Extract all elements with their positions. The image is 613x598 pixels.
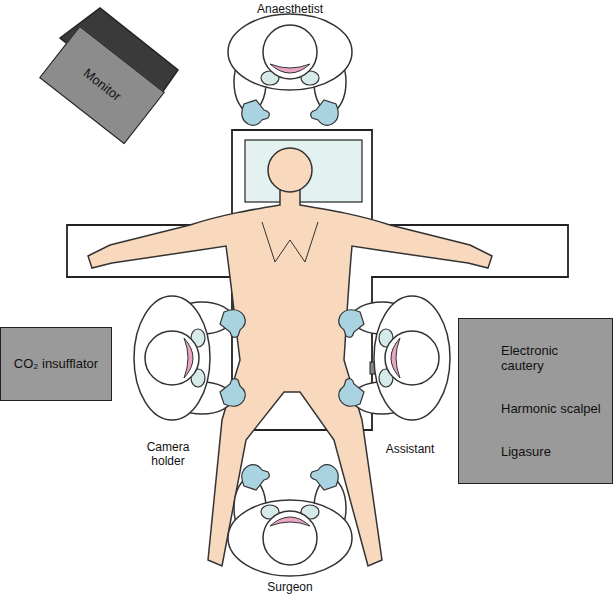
box-text: Monitor bbox=[80, 66, 124, 105]
role-label: Camera holder bbox=[138, 440, 198, 469]
box-text: CO₂ insufflator bbox=[14, 356, 98, 372]
equipment-box: Electronic cauteryHarmonic scalpelLigasu… bbox=[458, 318, 613, 484]
insufflator-box: CO₂ insufflator bbox=[0, 327, 112, 401]
role-label: Surgeon bbox=[240, 580, 340, 594]
box-text: Electronic cautery bbox=[501, 343, 604, 374]
role-label: Anaesthetist bbox=[230, 2, 350, 16]
box-text: Harmonic scalpel bbox=[501, 401, 601, 417]
monitor-box: Monitor bbox=[39, 26, 165, 145]
box-text: Ligasure bbox=[501, 444, 551, 460]
role-label: Assistant bbox=[370, 442, 450, 456]
